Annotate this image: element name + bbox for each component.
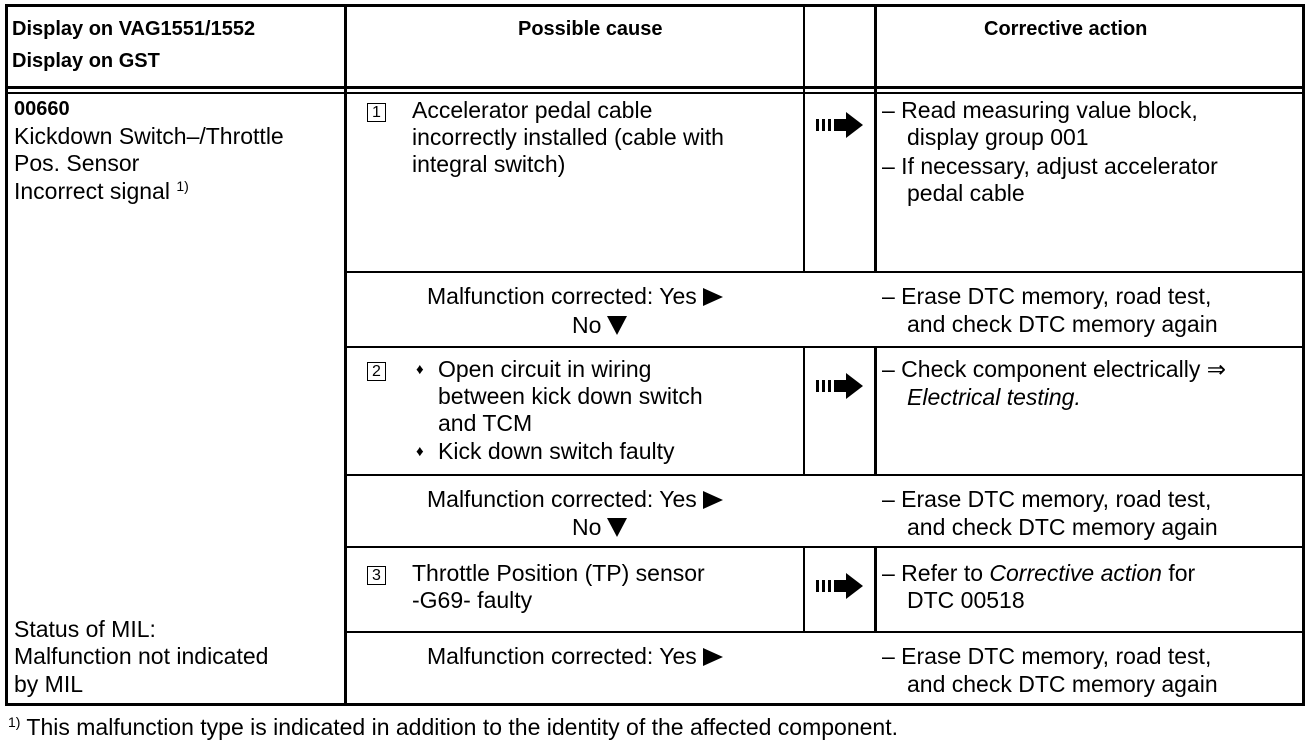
triangle-down-icon — [607, 316, 628, 335]
corrected1-no: No — [572, 312, 628, 339]
dtc-line2: Pos. Sensor — [14, 150, 140, 176]
step1-cause-line1: Accelerator pedal cable — [412, 97, 653, 123]
row3-bottom — [344, 631, 1305, 633]
footnote-ref: 1) — [176, 178, 189, 194]
footnote-mark: 1) — [8, 714, 21, 730]
divider-col3-header — [874, 4, 877, 92]
step2-bullet1-line3: and TCM — [438, 410, 533, 436]
divider-col2-row1 — [803, 92, 805, 272]
triangle-right-icon — [702, 288, 723, 306]
corrected2-action2: and check DTC memory again — [907, 514, 1218, 540]
header-corrective-action: Corrective action — [984, 18, 1148, 40]
divider-col3-row3 — [874, 546, 877, 633]
step-number-box: 3 — [367, 566, 386, 585]
step2-bullet2: Kick down switch faulty — [416, 438, 675, 465]
divider-col2-header — [803, 4, 805, 92]
border-right — [1302, 4, 1305, 706]
row1b-bottom — [344, 346, 1305, 348]
arrow-right-icon — [816, 573, 863, 599]
step1-cause-line3: integral switch) — [412, 151, 566, 177]
border-header-bottom — [5, 86, 1305, 89]
dtc-line3: Incorrect signal 1) — [14, 178, 189, 204]
divider-col3-row2 — [874, 346, 877, 476]
corrected3-action1: – Erase DTC memory, road test, — [882, 643, 1212, 669]
step-number-box: 2 — [367, 362, 386, 381]
mil-line3: by MIL — [14, 671, 84, 697]
divider-col3-row1 — [874, 92, 877, 272]
corrected2-label: Malfunction corrected: Yes — [427, 486, 723, 513]
border-top — [5, 4, 1305, 7]
row1-bottom — [344, 271, 1305, 273]
step3-cause-line2: -G69- faulty — [412, 587, 533, 613]
border-bottom — [5, 703, 1305, 706]
step1-action-line4: pedal cable — [907, 180, 1025, 206]
dtc-code: 00660 — [14, 98, 70, 120]
corrected3-action2: and check DTC memory again — [907, 671, 1218, 697]
triangle-down-icon — [607, 518, 628, 537]
row2b-bottom — [344, 546, 1305, 548]
corrected2-no: No — [572, 514, 628, 541]
dtc-line1: Kickdown Switch–/Throttle — [14, 123, 284, 149]
step2-action-line1: – Check component electrically ⇒ — [882, 356, 1226, 382]
corrected1-action2: and check DTC memory again — [907, 311, 1218, 337]
arrow-right-icon — [816, 112, 863, 138]
step3-action-line1: – Refer to Corrective action for — [882, 560, 1196, 586]
step-number-box: 1 — [367, 103, 386, 122]
arrow-right-icon — [816, 373, 863, 399]
step2-bullet1-line1: Open circuit in wiring — [416, 356, 652, 383]
corrected1-action1: – Erase DTC memory, road test, — [882, 283, 1212, 309]
step1-cause-line2: incorrectly installed (cable with — [412, 124, 724, 150]
header-possible-cause: Possible cause — [518, 18, 663, 40]
row2-bottom — [344, 474, 1305, 476]
header-display-vag: Display on VAG1551/1552 — [12, 18, 256, 40]
corrected1-label: Malfunction corrected: Yes — [427, 283, 723, 310]
divider-col2-row2 — [803, 346, 805, 476]
divider-col1 — [344, 4, 347, 706]
mil-line1: Status of MIL: — [14, 616, 156, 642]
step2-action-line2: Electrical testing. — [907, 384, 1081, 410]
step1-action-line2: display group 001 — [907, 124, 1089, 150]
border-left — [5, 4, 8, 706]
corrected3-label: Malfunction corrected: Yes — [427, 643, 723, 670]
header-display-gst: Display on GST — [12, 50, 160, 72]
step1-action-line1: – Read measuring value block, — [882, 97, 1198, 123]
step2-bullet1-line2: between kick down switch — [438, 383, 703, 409]
step3-cause-line1: Throttle Position (TP) sensor — [412, 560, 705, 586]
triangle-right-icon — [702, 648, 723, 666]
divider-col2-row3 — [803, 546, 805, 633]
step1-action-line3: – If necessary, adjust accelerator — [882, 153, 1218, 179]
triangle-right-icon — [702, 491, 723, 509]
step3-action-line2: DTC 00518 — [907, 587, 1025, 613]
footnote: 1) This malfunction type is indicated in… — [8, 714, 898, 740]
corrected2-action1: – Erase DTC memory, road test, — [882, 486, 1212, 512]
mil-line2: Malfunction not indicated — [14, 643, 269, 669]
border-header-bottom-2 — [5, 92, 1305, 94]
